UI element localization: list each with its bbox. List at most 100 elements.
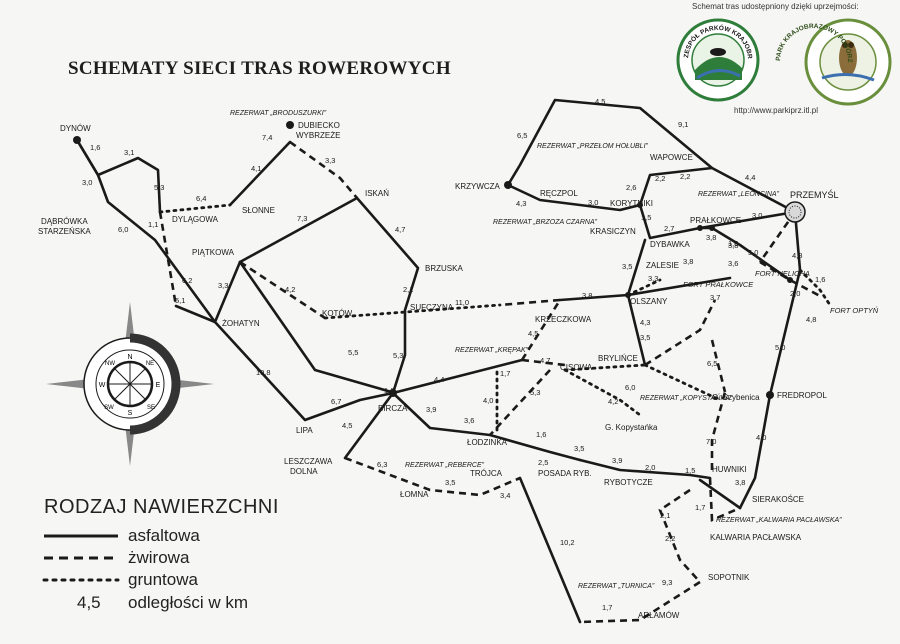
dist-75: 7,0 — [706, 437, 716, 446]
dist-67: 4,8 — [792, 251, 802, 260]
place-fort-optyn: FORT OPTYŃ — [830, 306, 879, 315]
place-dabrowka: DĄBRÓWKA — [41, 217, 88, 226]
dist-23: 1,6 — [384, 386, 394, 395]
place-g-szybenica: G. Szybenica — [712, 393, 760, 402]
dist-72: 3,6 — [728, 259, 738, 268]
road-piatkowa-zohatyn — [213, 260, 242, 324]
dist-39: 3,9 — [612, 456, 622, 465]
compass-ne: NE — [146, 361, 154, 367]
gravel-huwniki-kalwaria — [708, 477, 741, 522]
road-bircza-krepak — [391, 358, 524, 395]
reserve-leoncina: REZERWAT „LEONCINA” — [698, 191, 780, 198]
dist-76: 3,8 — [735, 478, 745, 487]
road-trojca-arlamow — [518, 476, 582, 624]
dist-52: 4,5 — [595, 97, 605, 106]
place-huwniki: HUWNIKI — [712, 465, 747, 474]
dist-73: 5,0 — [775, 343, 785, 352]
gravel-szybenica — [710, 339, 727, 393]
place-g-kopystanka: G. Kopystańka — [605, 423, 658, 432]
logo-park-complex: ZESPÓŁ PARKÓW KRAJOBRAZOWYCH W PRZEMYŚLU — [0, 0, 760, 102]
asphalt-roads — [75, 98, 802, 624]
dirt-olszany-fort — [626, 278, 662, 297]
place-wybrzeze: WYBRZEŻE — [296, 131, 340, 140]
place-dynow: DYNÓW — [60, 124, 91, 133]
dist-81: 1,7 — [602, 603, 612, 612]
dist-25: 4,5 — [342, 421, 352, 430]
legend-distance-label: odległości w km — [128, 593, 248, 612]
dist-49: 3,5 — [622, 262, 632, 271]
owl-icon — [839, 40, 857, 76]
place-korytniki: KORYTNIKI — [610, 199, 653, 208]
dirt-dylagowa-slonne — [158, 203, 232, 214]
road-bircza-leszczawa — [343, 391, 395, 460]
place-dybawka: DYBAWKA — [650, 240, 690, 249]
dist-35: 1,6 — [536, 430, 546, 439]
dist-19: 5,5 — [348, 348, 358, 357]
place-pralkowce: PRAŁKOWCE — [690, 216, 741, 225]
dist-78: 2,1 — [660, 511, 670, 520]
dist-74: 4,0 — [756, 433, 766, 442]
dist-79: 2,2 — [665, 534, 675, 543]
gravel-brylince-fort — [644, 299, 717, 367]
dist-13: 6,2 — [182, 276, 192, 285]
place-dylagowa: DYLĄGOWA — [172, 215, 219, 224]
gravel-krzeczkowa-sufczyna — [499, 298, 561, 307]
dist-26: 3,9 — [426, 405, 436, 414]
road-olszany-brylince — [626, 293, 647, 367]
compass-n: N — [127, 354, 132, 361]
dist-43: 3,8 — [582, 291, 592, 300]
gravel-sopotnik-arlamow — [579, 580, 701, 624]
road-lodzinka-posada — [488, 433, 582, 462]
dist-16: 4,2 — [285, 285, 295, 294]
gravel-huwniki-north — [710, 391, 727, 470]
reserve-kopystanka: REZERWAT „KOPYSTAŃKA” — [640, 393, 733, 402]
dist-11: 7,3 — [297, 214, 307, 223]
gravel-rybotycze-sopotnik — [658, 488, 701, 583]
dist-48: 3,3 — [648, 274, 658, 283]
compass-w: W — [99, 382, 106, 389]
place-sopotnik: SOPOTNIK — [708, 573, 750, 582]
dist-50: 3,8 — [683, 257, 693, 266]
dist-63: 3,0 — [752, 211, 762, 220]
dist-31: 4,0 — [483, 396, 493, 405]
legend-asphalt-label: asfaltowa — [128, 526, 200, 545]
dist-55: 2,2 — [655, 174, 665, 183]
road-krasiczyn-reczpol — [506, 183, 642, 212]
dist-41: 1,5 — [685, 466, 695, 475]
dist-8: 4,1 — [251, 164, 261, 173]
place-przemysl: PRZEMYŚL — [790, 189, 839, 200]
place-rybotycze: RYBOTYCZE — [604, 478, 653, 487]
road-sierakosce-rybotycze — [698, 478, 742, 510]
legend-title: RODZAJ NAWIERZCHNI — [44, 496, 279, 518]
page-title: SCHEMATY SIECI TRAS ROWEROWYCH — [68, 58, 451, 79]
place-slonne: SŁONNE — [242, 206, 275, 215]
dist-45: 3,5 — [640, 333, 650, 342]
dist-1: 1,6 — [90, 143, 100, 152]
road-olszany-dybawka — [626, 238, 647, 297]
gravel-piatkowa-kotow — [239, 260, 326, 320]
road-krasiczyn-przemysl — [638, 203, 797, 240]
dist-51: 6,5 — [707, 359, 717, 368]
place-zalesie: ZALESIE — [646, 261, 679, 270]
reserve-turnica: REZERWAT „TURNICA” — [578, 583, 655, 590]
place-olszany: OLSZANY — [630, 297, 668, 306]
place-brzuska: BRZUSKA — [425, 264, 463, 273]
legend-gravel-label: żwirowa — [128, 548, 190, 567]
place-fort-helicha: FORT HELICHA — [755, 269, 810, 278]
dist-30: 3,6 — [464, 416, 474, 425]
road-olszany-fort — [626, 276, 732, 297]
dist-47: 4,2 — [608, 397, 618, 406]
dist-46: 6,0 — [625, 383, 635, 392]
dist-17: 2,1 — [403, 285, 413, 294]
dist-2: 3,1 — [124, 148, 134, 157]
place-dubiecko: DUBIECKO — [298, 121, 340, 130]
place-starzenska: STARZEŃSKA — [38, 227, 91, 236]
dist-53: 9,1 — [678, 120, 688, 129]
place-kalwaria: KALWARIA PACŁAWSKA — [710, 533, 802, 542]
place-wapowce: WAPOWCE — [650, 153, 693, 162]
bear-icon — [710, 48, 726, 56]
place-fredropol: FREDROPOL — [777, 391, 827, 400]
dist-77: 1,7 — [695, 503, 705, 512]
place-iskan: ISKAŃ — [365, 189, 389, 198]
website-url[interactable]: http://www.parkiprz.itl.pl — [734, 106, 819, 115]
